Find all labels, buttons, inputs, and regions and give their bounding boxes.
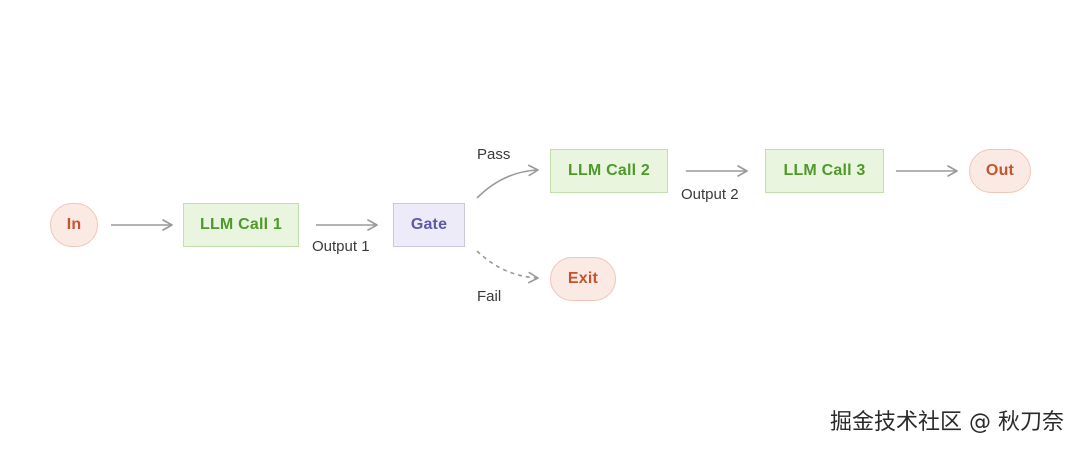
arrow-gate-to-llm2-pass xyxy=(476,164,539,199)
watermark: 掘金技术社区 @ 秋刀奈 xyxy=(830,410,1064,435)
node-llm-call-1: LLM Call 1 xyxy=(183,203,299,247)
node-llm-call-3: LLM Call 3 xyxy=(765,149,884,193)
edge-label-output-2: Output 2 xyxy=(681,186,739,203)
node-out: Out xyxy=(969,149,1031,193)
edge-label-fail: Fail xyxy=(477,288,502,305)
node-exit: Exit xyxy=(550,257,616,301)
node-in: In xyxy=(50,203,98,247)
node-gate: Gate xyxy=(393,203,465,247)
node-llm-call-2: LLM Call 2 xyxy=(550,149,668,193)
edge-label-output-1: Output 1 xyxy=(312,238,370,255)
arrow-gate-to-exit-fail xyxy=(476,250,539,284)
edge-label-pass: Pass xyxy=(477,146,511,163)
